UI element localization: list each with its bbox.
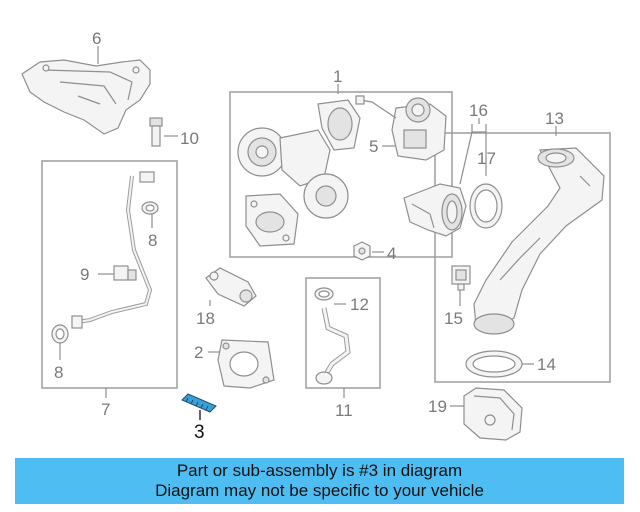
part-label-5[interactable]: 5: [369, 137, 378, 156]
bolt-part-10[interactable]: [149, 117, 163, 147]
part-label-1[interactable]: 1: [333, 67, 342, 86]
heat-shield-part-6[interactable]: [21, 59, 151, 135]
gasket-part-14[interactable]: [465, 350, 523, 378]
part-label-18[interactable]: 18: [196, 309, 215, 328]
gasket-part-17[interactable]: [469, 183, 503, 229]
part-label-15[interactable]: 15: [444, 309, 463, 328]
turbocharger-part-1[interactable]: [237, 99, 361, 247]
group-box-13: [434, 132, 611, 383]
banner-line-2: Diagram may not be specific to your vehi…: [155, 481, 484, 500]
part-label-10[interactable]: 10: [180, 129, 199, 148]
coolant-fitting-part-18[interactable]: [205, 267, 257, 307]
part-label-3[interactable]: 3: [194, 422, 205, 443]
part-label-2[interactable]: 2: [194, 343, 203, 362]
group-box-11: [305, 277, 381, 389]
nut-part-4[interactable]: [353, 241, 371, 261]
part-label-14[interactable]: 14: [537, 355, 556, 374]
part-label-8b[interactable]: 8: [54, 363, 63, 382]
elbow-pipe-part-16[interactable]: [403, 183, 467, 237]
part-label-13[interactable]: 13: [545, 109, 564, 128]
part-label-6[interactable]: 6: [92, 29, 101, 48]
part-label-7[interactable]: 7: [101, 400, 110, 419]
banjo-bolt-part-9[interactable]: [113, 265, 137, 281]
part-label-8a[interactable]: 8: [148, 231, 157, 250]
coolant-pipe-part-11[interactable]: [315, 307, 351, 385]
bracket-part-19[interactable]: [463, 387, 523, 441]
stud-part-3[interactable]: [181, 393, 217, 413]
part-label-17[interactable]: 17: [477, 149, 496, 168]
part-label-16[interactable]: 16: [469, 101, 488, 120]
group-box-1: [229, 91, 453, 258]
banner-line-1: Part or sub-assembly is #3 in diagram: [176, 461, 463, 480]
part-label-19[interactable]: 19: [428, 397, 447, 416]
info-banner: Part or sub-assembly is #3 in diagram Di…: [15, 458, 624, 504]
gasket-part-2[interactable]: [217, 339, 275, 389]
part-label-11[interactable]: 11: [335, 401, 353, 420]
sensor-part-15[interactable]: [451, 265, 471, 291]
actuator-part-5[interactable]: [355, 95, 447, 161]
group-box-7: [41, 160, 178, 389]
washer-part-8a[interactable]: [141, 201, 159, 215]
washer-part-8b[interactable]: [51, 324, 69, 344]
part-label-12[interactable]: 12: [350, 295, 369, 314]
charge-air-hose-part-13[interactable]: [473, 147, 605, 335]
part-label-4[interactable]: 4: [387, 244, 396, 263]
part-label-9[interactable]: 9: [80, 265, 89, 284]
oil-line-part-7[interactable]: [71, 171, 155, 329]
o-ring-part-12[interactable]: [314, 287, 334, 301]
